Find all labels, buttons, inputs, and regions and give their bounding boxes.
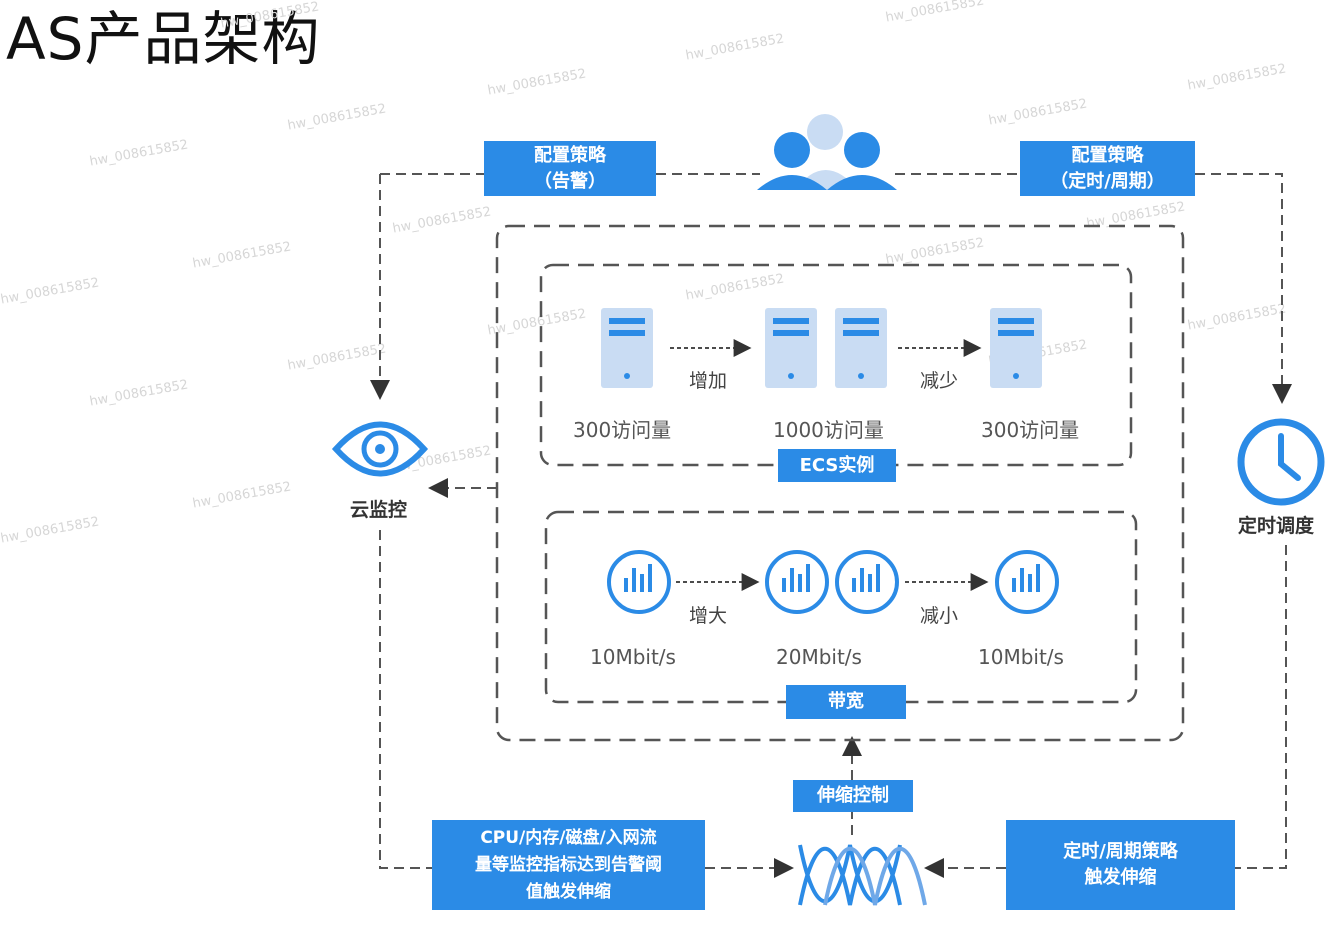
policy-timer-box: 配置策略 （定时/周期）: [1020, 141, 1195, 196]
ecs-label-box: ECS实例: [778, 449, 896, 482]
decrease-bandwidth-label: 减小: [920, 605, 959, 627]
visit-count-label: 1000访问量: [773, 418, 884, 442]
decrease-label: 减少: [920, 370, 959, 392]
visit-count-label: 300访问量: [573, 418, 672, 442]
timer-schedule-label: 定时调度: [1238, 515, 1315, 537]
bandwidth-icon: [835, 550, 899, 614]
server-icon: [835, 308, 887, 388]
bandwidth-label-box: 带宽: [786, 685, 906, 719]
visit-count-label: 300访问量: [981, 418, 1080, 442]
outer-frame: [495, 224, 1185, 742]
bandwidth-icon: [607, 550, 671, 614]
rate-label: 10Mbit/s: [978, 645, 1064, 669]
rate-label: 20Mbit/s: [776, 645, 862, 669]
timer-trigger-box: 定时/周期策略 触发伸缩: [1006, 820, 1235, 910]
users-icon: [757, 114, 897, 190]
dna-icon: [798, 844, 927, 906]
server-icon: [765, 308, 817, 388]
flow-lines: [370, 173, 1292, 878]
bandwidth-icon: [765, 550, 829, 614]
increase-label: 增加: [689, 370, 728, 392]
rate-label: 10Mbit/s: [590, 645, 676, 669]
eye-icon: [331, 421, 429, 477]
page-title: AS产品架构: [6, 5, 321, 73]
scale-control-box: 伸缩控制: [793, 780, 913, 812]
clock-icon: [1237, 418, 1325, 506]
ecs-arrows: [670, 339, 989, 591]
increase-bandwidth-label: 增大: [689, 605, 728, 627]
bandwidth-icon: [995, 550, 1059, 614]
metric-trigger-box: CPU/内存/磁盘/入网流 量等监控指标达到告警阈 值触发伸缩: [432, 820, 705, 910]
server-icon: [601, 308, 653, 388]
cloud-monitor-label: 云监控: [350, 499, 408, 521]
server-icon: [990, 308, 1042, 388]
policy-alarm-box: 配置策略 （告警）: [484, 141, 656, 196]
